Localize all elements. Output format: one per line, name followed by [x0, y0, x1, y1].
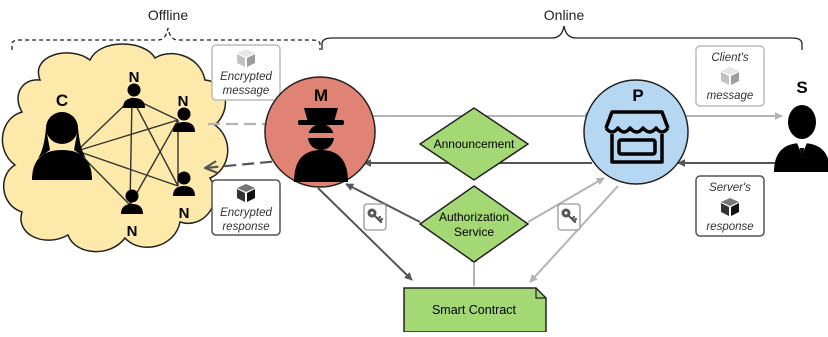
servers-response-line2: response: [706, 221, 753, 233]
online-label: Online: [544, 7, 585, 23]
client-letter: C: [56, 91, 68, 110]
store-icon: [604, 110, 670, 164]
servers-response-line1: Server's: [709, 182, 751, 194]
middleman-node: M: [264, 76, 376, 188]
key-badge: [557, 203, 581, 231]
server-letter: S: [796, 78, 807, 97]
encrypted-message-line1: Encrypted: [220, 71, 272, 83]
encrypted-response-label: Encrypted response: [211, 179, 281, 236]
clients-message-line2: message: [707, 90, 754, 102]
node-letter: N: [178, 93, 189, 110]
spy-icon: [294, 108, 348, 182]
clients-message-label: Client's message: [695, 45, 765, 107]
offline-bracket: Offline: [11, 7, 321, 50]
announcement-diamond: Announcement: [418, 107, 530, 181]
clients-message-line1: Client's: [711, 52, 749, 64]
provider-node: P: [583, 79, 689, 185]
smart-contract: Smart Contract: [403, 287, 547, 333]
encrypted-message-label: Encrypted message: [211, 44, 281, 101]
encrypted-response-line2: response: [222, 221, 269, 233]
client-person-icon: [32, 112, 92, 180]
middleman-letter: M: [314, 86, 328, 105]
node-letter: N: [179, 205, 190, 222]
key-badge: [363, 203, 387, 231]
offline-label: Offline: [148, 7, 188, 23]
arrow-encrypted-response: [205, 158, 291, 168]
encrypted-response-line1: Encrypted: [220, 207, 272, 219]
businessman-icon: [774, 105, 828, 172]
node-network: [79, 97, 179, 206]
authorization-label-line1: Authorization: [439, 210, 509, 224]
node-letter: N: [129, 69, 140, 86]
authorization-label-line2: Service: [454, 225, 494, 239]
announcement-label: Announcement: [434, 137, 515, 151]
authorization-diamond: Authorization Service: [418, 185, 530, 263]
encrypted-message-line2: message: [223, 85, 270, 97]
provider-letter: P: [632, 86, 643, 105]
arrow-p-to-contract: [529, 185, 619, 283]
smart-contract-label: Smart Contract: [432, 303, 517, 317]
online-bracket: Online: [321, 7, 803, 50]
arrow-auth-to-p: [527, 177, 605, 223]
offline-cloud: [1, 43, 229, 253]
arrow-m-to-contract: [317, 187, 413, 281]
server-node: S: [774, 78, 828, 172]
servers-response-label: Server's response: [695, 175, 765, 237]
arrow-auth-to-m: [345, 183, 421, 223]
node-letter: N: [127, 223, 138, 240]
